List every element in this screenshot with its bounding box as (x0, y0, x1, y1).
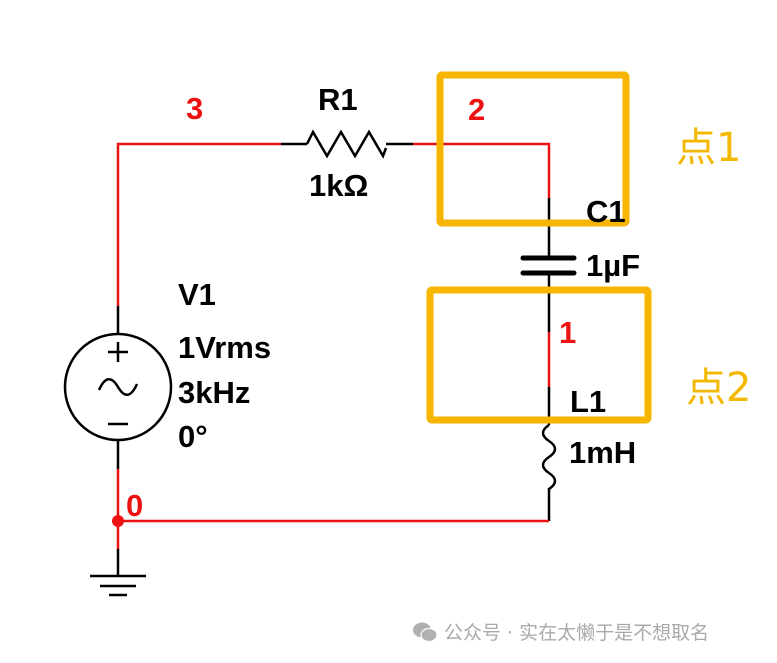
capacitor-symbol (520, 255, 577, 276)
capacitor-value: 1µF (586, 248, 640, 283)
resistor-ref: R1 (318, 82, 358, 117)
inductor-ref: L1 (570, 384, 606, 419)
wire-node3 (116, 142, 281, 306)
resistor-value: 1kΩ (309, 168, 368, 203)
resistor-symbol (305, 129, 388, 159)
node-label-2: 2 (468, 92, 485, 127)
ac-source-symbol (63, 332, 173, 442)
source-ref: V1 (178, 277, 216, 312)
watermark-text: 公众号 · 实在太懒于是不想取名 (444, 622, 710, 644)
watermark: 公众号 · 实在太懒于是不想取名 (412, 618, 709, 645)
ground-icon (90, 574, 146, 597)
wechat-icon (413, 622, 438, 642)
inductor-value: 1mH (569, 435, 636, 470)
wire-node2 (413, 142, 551, 198)
source-phase: 0° (178, 419, 208, 454)
source-amplitude: 1Vrms (178, 330, 271, 365)
source-frequency: 3kHz (178, 375, 250, 410)
node-label-1: 1 (559, 315, 576, 350)
node-label-0: 0 (126, 488, 143, 523)
node-label-3: 3 (186, 91, 203, 126)
inductor-symbol (541, 423, 557, 491)
capacitor-ref: C1 (586, 194, 626, 229)
junction-dot (112, 515, 124, 527)
wires (116, 142, 551, 576)
highlight-box-point1 (436, 71, 630, 227)
sine-icon (97, 378, 139, 396)
annotation-point2: 点2 (686, 365, 751, 411)
highlight-box-point2 (426, 286, 652, 424)
annotation-point1: 点1 (676, 125, 741, 171)
